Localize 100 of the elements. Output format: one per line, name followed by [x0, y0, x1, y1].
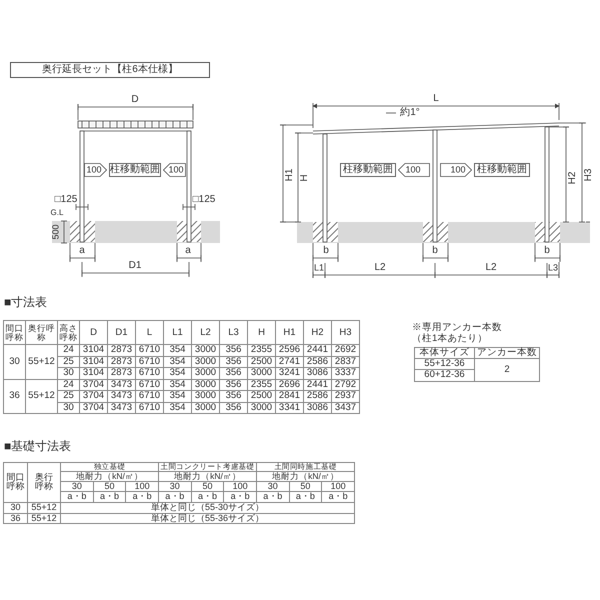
- dimension-value: 356: [220, 379, 248, 390]
- dimension-label: b: [323, 246, 329, 256]
- column-header: a・b: [224, 492, 256, 502]
- dimension-value: 3000: [192, 356, 220, 368]
- dimension-value: 356: [220, 402, 248, 414]
- dimension-value: 6710: [136, 344, 164, 356]
- dimension-label: L3: [548, 264, 558, 272]
- column-header: 100: [126, 481, 158, 492]
- column-header: H1: [276, 320, 304, 344]
- dimension-value: 6710: [136, 402, 164, 414]
- anchor-count: 2: [474, 358, 540, 382]
- dimension-value: 2937: [332, 390, 360, 402]
- dimension-value: 3000: [192, 390, 220, 402]
- dimension-label: □125: [192, 195, 216, 205]
- column-header: a・b: [191, 492, 224, 502]
- column-header: 間口呼称: [4, 320, 26, 344]
- size-value: 55+12-36: [414, 358, 474, 370]
- dimension-label: a: [79, 246, 85, 256]
- column-header: L2: [192, 320, 220, 344]
- column-header: D1: [108, 320, 136, 344]
- dimension-value: 354: [164, 356, 192, 368]
- dimension-value: 2837: [332, 356, 360, 368]
- row-header: 36: [4, 379, 26, 414]
- range-box: 柱移動範囲: [340, 163, 396, 177]
- column-header: a・b: [322, 492, 354, 502]
- dimension-value: 3086: [304, 402, 332, 414]
- dimension-label: H2: [568, 172, 578, 184]
- dimension-value: 3341: [276, 402, 304, 414]
- column-header: 50: [191, 481, 224, 492]
- dimension-label: H: [300, 174, 310, 182]
- column-header: a・b: [126, 492, 158, 502]
- dimension-value: 2441: [304, 379, 332, 390]
- row-header: 55+12: [28, 502, 60, 514]
- dimension-value: 25: [58, 356, 80, 368]
- dimension-label: H1: [285, 168, 295, 182]
- dimension-value: 2355: [248, 379, 276, 390]
- dimension-value: 2696: [276, 379, 304, 390]
- dimension-label: 100: [450, 166, 466, 174]
- dimension-label: L1: [314, 264, 324, 272]
- dimension-label: D: [131, 95, 139, 105]
- column-header: 地耐力（kN/㎡）: [256, 471, 354, 482]
- dimension-value: 3000: [192, 402, 220, 414]
- dimension-value: 2596: [276, 344, 304, 356]
- dimension-value: 2441: [304, 344, 332, 356]
- column-header: L3: [220, 320, 248, 344]
- table-note: 単体と同じ（55-30サイズ）: [60, 502, 354, 514]
- dimension-value: 3437: [332, 402, 360, 414]
- column-header: 30: [256, 481, 290, 492]
- dimension-label: 100: [405, 166, 421, 174]
- dimension-value: 3104: [80, 356, 108, 368]
- column-header: 高さ呼称: [58, 320, 80, 344]
- dimension-value: 356: [220, 368, 248, 379]
- row-header: 55+12: [26, 379, 58, 414]
- column-header: 100: [322, 481, 354, 492]
- dimension-value: 3337: [332, 368, 360, 379]
- dimension-value: 2500: [248, 390, 276, 402]
- dimension-value: 3104: [80, 368, 108, 379]
- dimension-value: 2873: [108, 344, 136, 356]
- size-value: 60+12-36: [414, 370, 474, 382]
- dimension-value: 3104: [80, 344, 108, 356]
- dimension-value: 3704: [80, 379, 108, 390]
- section-heading: ■基礎寸法表: [4, 440, 72, 452]
- column-header: 地耐力（kN/㎡）: [60, 471, 158, 482]
- dimension-value: 3704: [80, 402, 108, 414]
- dimension-value: 2792: [332, 379, 360, 390]
- dimension-value: 354: [164, 344, 192, 356]
- dimension-value: 6710: [136, 368, 164, 379]
- dimension-value: 6710: [136, 379, 164, 390]
- dimension-label: D1: [128, 261, 142, 271]
- dimension-value: 24: [58, 344, 80, 356]
- dimension-label: L: [433, 94, 439, 104]
- dimension-value: 3704: [80, 390, 108, 402]
- column-header: 奥行呼称: [26, 320, 58, 344]
- dimension-label: □125: [54, 195, 78, 205]
- column-header: アンカー本数: [474, 348, 540, 358]
- column-header: L: [136, 320, 164, 344]
- title-banner: 奥行延長セット【柱6本仕様】: [10, 62, 210, 78]
- column-header: H2: [304, 320, 332, 344]
- range-box: 柱移動範囲: [109, 163, 161, 177]
- dimension-label: L2: [485, 263, 497, 273]
- dimension-value: 2873: [108, 356, 136, 368]
- dimension-value: 354: [164, 379, 192, 390]
- column-header: 50: [289, 481, 322, 492]
- ground-level-label: G.L: [50, 209, 64, 217]
- dimension-value: 2586: [304, 356, 332, 368]
- dimension-value: 2586: [304, 390, 332, 402]
- dimension-value: 354: [164, 368, 192, 379]
- column-header: 奥行呼称: [28, 462, 60, 502]
- column-header: 間口呼称: [4, 462, 28, 502]
- dimension-value: 2355: [248, 344, 276, 356]
- column-header: 30: [158, 481, 192, 492]
- column-header: H: [248, 320, 276, 344]
- column-header: a・b: [93, 492, 126, 502]
- dimension-value: 354: [164, 402, 192, 414]
- column-header: 地耐力（kN/㎡）: [158, 471, 256, 482]
- column-header: H3: [332, 320, 360, 344]
- row-header: 30: [4, 502, 28, 514]
- dimension-value: 3086: [304, 368, 332, 379]
- dimension-label: b: [544, 246, 550, 256]
- column-header: a・b: [158, 492, 192, 502]
